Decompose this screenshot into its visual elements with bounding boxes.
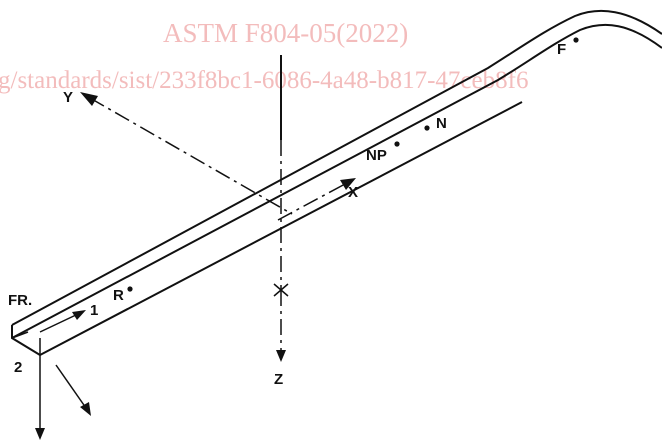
x-axis-label: X — [348, 184, 358, 201]
direction-1-arrowhead — [72, 310, 86, 320]
point-np-dot — [394, 141, 400, 147]
direction-1-line — [39, 313, 79, 333]
y-axis-line — [89, 97, 293, 215]
direction-1-arrow — [39, 310, 86, 333]
x-axis-arrowhead — [340, 178, 356, 190]
diagonal-arrow — [55, 364, 91, 416]
x-axis-line — [277, 183, 346, 221]
beam — [11, 9, 662, 356]
point-f-dot — [573, 37, 579, 43]
direction-2-label: 2 — [14, 359, 22, 376]
beam-end-notch — [11, 331, 29, 339]
watermark-line-2: g/standards/sist/233f8bc1-6086-4a48-b817… — [0, 67, 528, 94]
point-r-label: R — [113, 287, 124, 304]
direction-2-arrow — [35, 338, 45, 440]
point-n-dot — [424, 125, 430, 131]
beam-top-front-edge — [11, 23, 662, 339]
origin-cross — [273, 283, 289, 297]
point-f-label: F — [557, 41, 566, 58]
y-axis-arrowhead — [80, 92, 98, 106]
direction-2-arrowhead — [35, 428, 45, 440]
z-axis-label: Z — [274, 371, 283, 388]
direction-1-label: 1 — [90, 302, 98, 319]
point-np-label: NP — [366, 147, 387, 164]
y-axis-label: Y — [63, 89, 73, 106]
y-axis — [80, 92, 293, 215]
diagonal-arrowhead — [80, 402, 91, 416]
fr-label: FR. — [8, 292, 32, 309]
point-n-label: N — [436, 115, 447, 132]
point-r-dot — [127, 286, 133, 292]
diagonal-arrow-line — [55, 364, 87, 409]
watermark-line-1: ASTM F804-05(2022) — [163, 18, 408, 48]
z-axis-arrowhead — [276, 350, 286, 362]
z-axis — [273, 55, 289, 362]
beam-top-rear-edge — [11, 9, 662, 326]
x-axis — [277, 178, 356, 221]
